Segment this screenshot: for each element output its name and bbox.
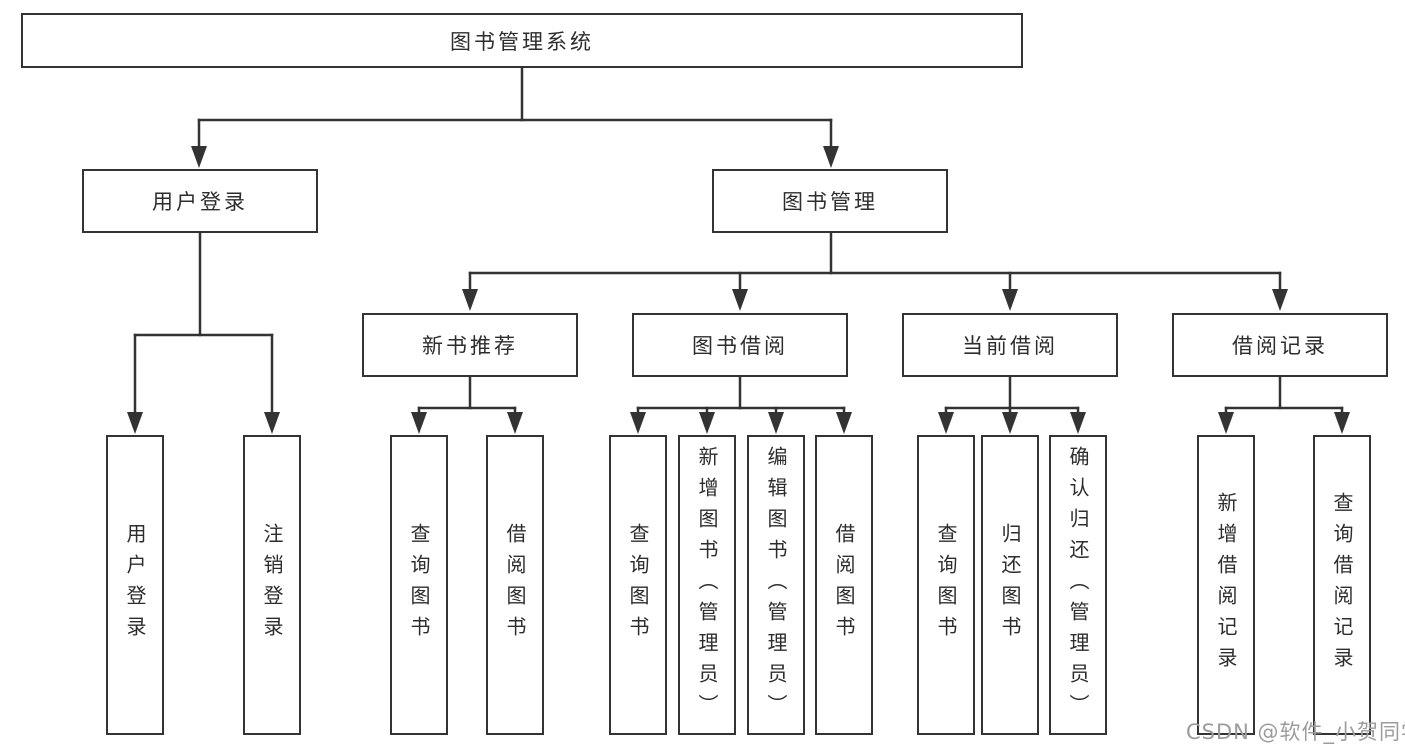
- node-label: 编辑图书（管理员）: [764, 445, 788, 725]
- node-current-borrow: 当前借阅: [902, 313, 1118, 377]
- leaf-return-books: 归还图书: [981, 435, 1039, 735]
- node-label: 查询图书: [626, 523, 650, 647]
- csdn-watermark: CSDN @软件_小贺同学: [1186, 720, 1405, 744]
- node-label: 查询图书: [934, 523, 958, 647]
- node-new-book-recommend: 新书推荐: [362, 313, 578, 377]
- node-label: 新增图书（管理员）: [695, 445, 719, 725]
- leaf-borrow-books: 借阅图书: [815, 435, 873, 735]
- leaf-query-books-recommend: 查询图书: [390, 435, 448, 735]
- node-label: 用户登录: [152, 190, 248, 214]
- node-label: 查询图书: [407, 523, 431, 647]
- node-label: 图书借阅: [692, 334, 788, 358]
- node-book-borrow: 图书借阅: [632, 313, 848, 377]
- leaf-edit-books-admin: 编辑图书（管理员）: [747, 435, 805, 735]
- node-book-management: 图书管理: [712, 169, 948, 233]
- node-label: 图书管理系统: [450, 29, 594, 54]
- leaf-query-borrow-record: 查询借阅记录: [1313, 435, 1371, 735]
- leaf-confirm-return-admin: 确认归还（管理员）: [1049, 435, 1107, 735]
- node-label: 借阅图书: [503, 523, 527, 647]
- node-label: 借阅图书: [832, 523, 856, 647]
- node-label: 用户登录: [123, 523, 147, 647]
- node-label: 确认归还（管理员）: [1066, 445, 1090, 725]
- node-borrow-records: 借阅记录: [1172, 313, 1388, 377]
- node-label: 新书推荐: [422, 334, 518, 358]
- leaf-add-borrow-record: 新增借阅记录: [1197, 435, 1255, 735]
- node-label: 查询借阅记录: [1330, 492, 1354, 678]
- node-label: 当前借阅: [962, 334, 1058, 358]
- leaf-borrow-books-recommend: 借阅图书: [486, 435, 544, 735]
- leaf-query-books-current: 查询图书: [917, 435, 975, 735]
- leaf-query-books-borrow: 查询图书: [609, 435, 667, 735]
- leaf-user-login: 用户登录: [106, 435, 164, 735]
- node-label: 图书管理: [782, 190, 878, 214]
- node-label: 新增借阅记录: [1214, 492, 1238, 678]
- leaf-logout-login: 注销登录: [243, 435, 301, 735]
- node-label: 归还图书: [998, 523, 1022, 647]
- node-user-login: 用户登录: [82, 169, 318, 233]
- node-label: 借阅记录: [1232, 334, 1328, 358]
- node-label: 注销登录: [260, 523, 284, 647]
- node-library-management-system: 图书管理系统: [21, 13, 1023, 68]
- leaf-add-books-admin: 新增图书（管理员）: [678, 435, 736, 735]
